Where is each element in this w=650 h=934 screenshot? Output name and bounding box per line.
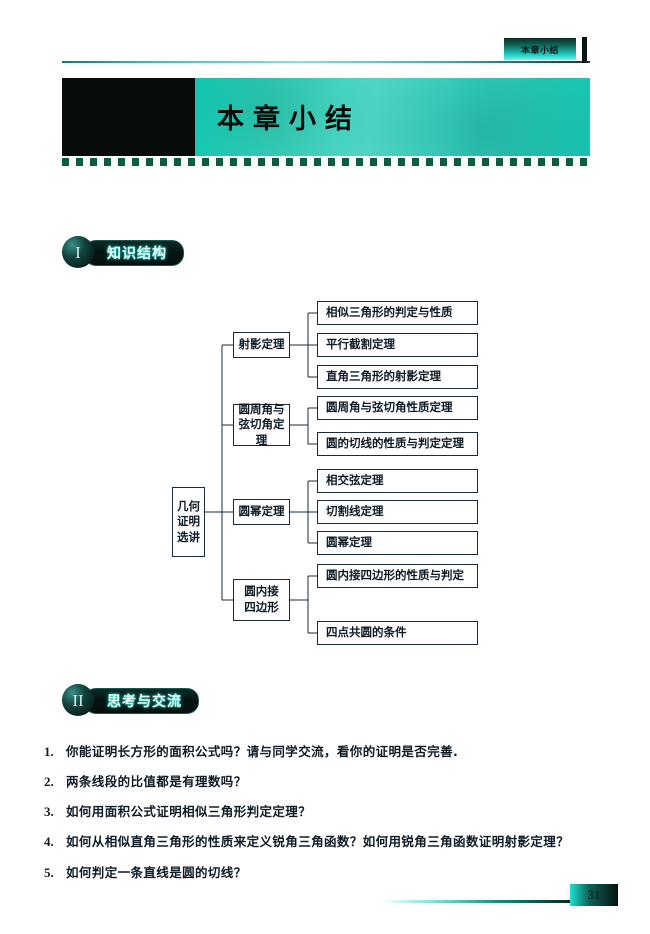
question-item: 2. 两条线段的比值都是有理数吗？ [44,772,614,792]
tree-leaf-node: 圆幂定理 [317,531,478,555]
section-title-2: 思考与交流 [107,694,182,710]
tree-leaf-label: 四点共圆的条件 [326,625,407,640]
running-head-tab-label: 本章小结 [520,45,559,56]
tree-branch-node-4: 圆内接 四边形 [233,579,290,621]
question-list: 1. 你能证明长方形的面积公式吗？请与同学交流，看你的证明是否完善. 2. 两条… [44,742,614,893]
tree-leaf-label: 切割线定理 [326,504,384,519]
banner-gradient-block [195,78,590,156]
tree-branch-node-2: 圆周角与 弦切角定理 [233,401,290,447]
tree-root-node: 几何 证明 选讲 [172,487,205,557]
section-pill-1: 知识结构 [84,240,184,266]
tree-leaf-label: 直角三角形的射影定理 [326,369,441,384]
tree-leaf-label: 圆周角与弦切角性质定理 [326,400,453,415]
tree-leaf-node: 相似三角形的判定与性质 [317,301,478,325]
tree-leaf-node: 切割线定理 [317,500,478,524]
section-pill-2: 思考与交流 [84,688,199,714]
running-head-tab-marker [582,37,587,63]
tree-branch-label-2-line-2: 弦切角定理 [238,417,285,447]
banner-dotted-rule [62,158,590,166]
page-number: 31 [587,887,601,902]
section-numeral-1: I [75,242,81,262]
banner-black-block [62,78,195,156]
running-head-tab: 本章小结 [504,38,576,60]
question-text: 你能证明长方形的面积公式吗？请与同学交流，看你的证明是否完善. [66,744,459,759]
question-number: 1. [44,744,54,759]
tree-leaf-node: 平行截割定理 [317,333,478,357]
running-head-rule [62,61,590,63]
tree-leaf-node: 圆内接四边形的性质与判定 [317,564,478,588]
tree-leaf-label: 圆的切线的性质与判定定理 [326,436,464,451]
question-text: 两条线段的比值都是有理数吗？ [66,774,247,790]
page-footer: 31 [380,884,618,910]
question-number: 2. [44,774,54,790]
tree-leaf-node: 圆周角与弦切角性质定理 [317,396,478,420]
section-numeral-2: II [72,690,84,710]
tree-leaf-node: 圆的切线的性质与判定定理 [317,432,478,456]
question-text: 如何用面积公式证明相似三角形判定定理？ [66,804,312,820]
section-numeral-circle-2: II [62,684,94,716]
tree-root-line-3: 选讲 [177,529,200,544]
question-number: 5. [44,864,54,880]
chapter-summary-banner: 本章小结 [62,78,590,166]
question-item: 3. 如何用面积公式证明相似三角形判定定理？ [44,802,614,822]
tree-branch-label-4-line-1: 圆内接 [244,584,279,599]
tree-leaf-node: 相交弦定理 [317,469,478,493]
question-number: 3. [44,804,54,820]
section-numeral-circle-1: I [62,236,94,268]
tree-root-line-2: 证明 [177,514,200,529]
tree-branch-node-3: 圆幂定理 [233,499,290,525]
question-item: 4. 如何从相似直角三角形的性质来定义锐角三角函数？如何用锐角三角函数证明射影定… [44,832,614,852]
tree-root-line-1: 几何 [177,498,200,513]
tree-branch-label-4-line-2: 四边形 [244,600,279,614]
tree-leaf-node: 四点共圆的条件 [317,621,478,645]
tree-branch-label-1: 射影定理 [238,337,285,352]
tree-branch-label-3: 圆幂定理 [238,504,285,519]
tree-leaf-label: 相交弦定理 [326,473,384,488]
tree-leaf-label: 圆幂定理 [326,535,372,550]
tree-branch-node-1: 射影定理 [233,332,290,358]
section-title-1: 知识结构 [107,246,167,262]
tree-leaf-node: 直角三角形的射影定理 [317,365,478,389]
question-text: 如何从相似直角三角形的性质来定义锐角三角函数？如何用锐角三角函数证明射影定理？ [66,834,570,850]
tree-leaf-label: 平行截割定理 [326,337,395,352]
tree-branch-label-2-line-1: 圆周角与 [238,401,285,416]
question-text: 如何判定一条直线是圆的切线？ [66,864,247,880]
question-item: 5. 如何判定一条直线是圆的切线？ [44,863,614,883]
tree-leaf-label: 圆内接四边形的性质与判定 [326,568,464,583]
tree-leaf-label: 相似三角形的判定与性质 [326,305,453,320]
running-head: 本章小结 [62,37,590,68]
footer-gradient-rule [380,900,580,903]
page-number-box: 31 [570,884,618,906]
banner-title: 本章小结 [217,104,361,135]
question-item: 1. 你能证明长方形的面积公式吗？请与同学交流，看你的证明是否完善. [44,742,614,762]
question-number: 4. [44,834,54,850]
